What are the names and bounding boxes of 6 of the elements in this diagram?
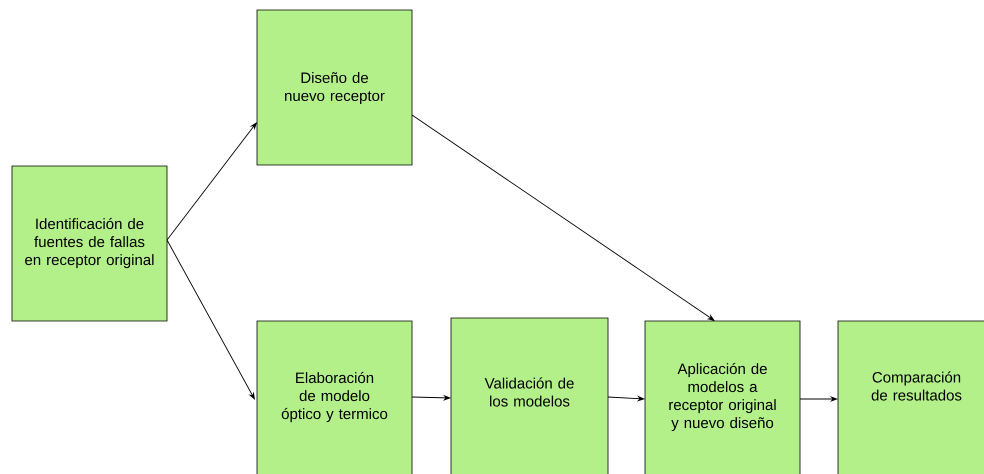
process-box: Diseño de nuevo receptor — [256, 10, 412, 166]
process-box: Identificación de fuentes de fallas en receptor original — [12, 166, 168, 322]
process-box: Aplicación de modelos a receptor original y nuevo diseño — [644, 320, 800, 474]
process-box: Comparación de resultados — [838, 320, 984, 474]
process-box: Elaboración de modelo óptico y termico — [256, 320, 412, 474]
process-box: Validación de los modelos — [450, 318, 608, 474]
